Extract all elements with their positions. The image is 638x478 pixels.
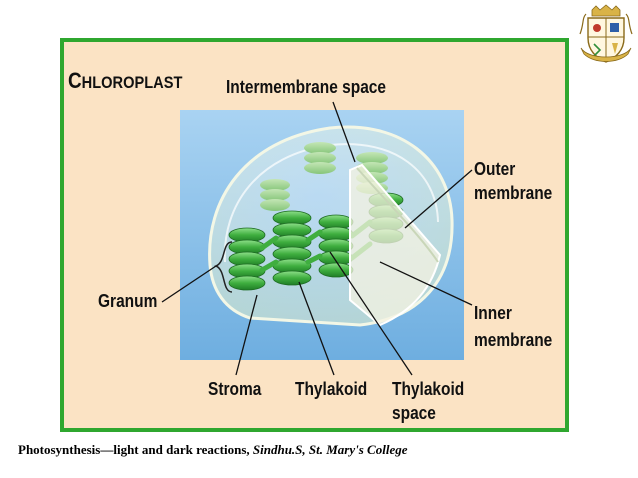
granum-stack-left [228, 227, 266, 291]
label-granum: Granum [98, 291, 158, 311]
footer-author: Sindhu.S, St. Mary's College [252, 442, 408, 457]
cut-section-wedge [349, 163, 442, 327]
cut-section-line [356, 167, 439, 263]
label-thylakoid-space-2: space [392, 403, 436, 423]
stroma-lamellae [259, 219, 373, 273]
label-inner-membrane-1: Inner [474, 303, 512, 323]
label-intermembrane-space: Intermembrane space [226, 77, 387, 97]
label-outer-membrane-1: Outer [474, 159, 516, 179]
label-thylakoid-space-1: Thylakoid [392, 379, 465, 399]
granum-stack-cut [318, 214, 354, 278]
leader-lines [161, 101, 473, 376]
label-outer-membrane-2: membrane [474, 183, 553, 203]
footer-caption: Photosynthesis—light and dark reactions,… [18, 442, 408, 458]
label-stroma: Stroma [208, 379, 262, 399]
label-thylakoid: Thylakoid [295, 379, 368, 399]
diagram-title: CHLOROPLAST [68, 68, 183, 93]
label-inner-membrane-2: membrane [474, 330, 553, 350]
footer-text: Photosynthesis—light and dark reactions, [18, 442, 250, 457]
college-crest-icon [579, 4, 633, 63]
